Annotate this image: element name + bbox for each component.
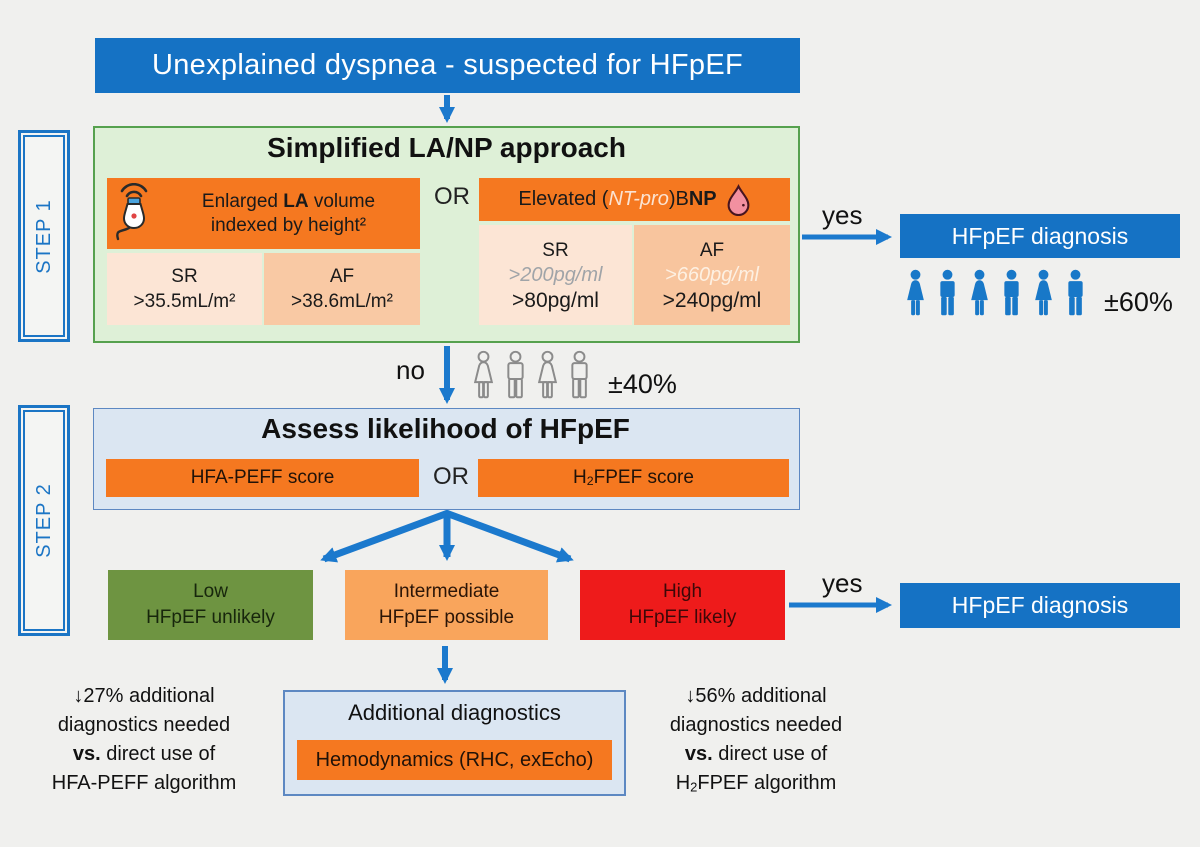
hemodynamics-box: Hemodynamics (RHC, exEcho) — [297, 740, 612, 780]
np-af-ntprobnp-value: >660pg/ml — [665, 263, 759, 286]
additional-diagnostics-title: Additional diagnostics — [348, 700, 561, 725]
np-sr-ntprobnp-value: >200pg/ml — [508, 263, 603, 286]
np-af-bnp-value: >240pg/ml — [662, 288, 762, 312]
la-sr-cell: SR >35.5mL/m² — [107, 253, 262, 325]
h2fpef-score-text: H2FPEF score — [573, 467, 694, 489]
person-male-icon — [571, 350, 588, 399]
la-af-value: >38.6mL/m² — [291, 291, 393, 312]
step1-title: Simplified LA/NP approach — [267, 132, 626, 163]
step1-yes-label: yes — [822, 200, 863, 230]
footnote-left-line1: ↓27% additional — [73, 685, 215, 707]
footnote-left-line4: HFA-PEFF algorithm — [51, 772, 237, 794]
people-icons-yes — [902, 268, 1089, 318]
blood-drop-icon — [727, 183, 750, 216]
step1-label: STEP 1 — [32, 198, 55, 274]
la-volume-box: Enlarged LA volume indexed by height² — [107, 178, 420, 249]
la-heading-bold: LA — [283, 190, 309, 212]
np-box: Elevated (NT-pro)BNP — [479, 178, 790, 221]
np-af-cell: AF >660pg/ml >240pg/ml — [634, 225, 790, 325]
outcome-high-line1: High — [662, 581, 703, 602]
step1-label-box: STEP 1 — [18, 130, 70, 342]
footnote-right-line2: diagnostics needed — [669, 714, 843, 736]
footnote-left-line3: vs. direct use of — [72, 743, 216, 765]
footnote-right: ↓56% additional diagnostics needed vs. d… — [640, 682, 872, 801]
step2-title: Assess likelihood of HFpEF — [261, 413, 630, 444]
footnote-right-line4: H2FPEF algorithm — [675, 772, 837, 795]
hfpef-diagnosis-box-bottom: HFpEF diagnosis — [900, 583, 1180, 628]
step2-or-label: OR — [433, 463, 469, 490]
hfpef-diagnosis-box-top: HFpEF diagnosis — [900, 214, 1180, 258]
remaining-people-row: ±40% — [470, 350, 677, 400]
people-icons-no — [470, 350, 593, 400]
diagnosed-people-row: ±60% — [902, 268, 1173, 318]
header-banner: Unexplained dyspnea - suspected for HFpE… — [95, 38, 800, 93]
step1-panel: Simplified LA/NP approach Enlarged LA vo… — [93, 126, 800, 343]
np-sr-cell: SR >200pg/ml >80pg/ml — [479, 225, 632, 325]
outcome-high-box: High HFpEF likely — [580, 570, 785, 640]
step1-or-label: OR — [434, 183, 470, 210]
additional-diagnostics-panel: Additional diagnostics Hemodynamics (RHC… — [283, 690, 626, 796]
arrow-to-high — [444, 509, 574, 563]
np-heading-bold: NP — [688, 188, 717, 210]
person-female-icon — [1035, 269, 1052, 316]
step2-panel: Assess likelihood of HFpEF HFA-PEFF scor… — [93, 408, 800, 510]
outcome-intermediate-box: Intermediate HFpEF possible — [345, 570, 548, 640]
outcome-intermediate-line2: HFpEF possible — [378, 607, 515, 628]
step2-yes-label: yes — [822, 568, 863, 598]
footnote-right-line1: ↓56% additional — [685, 685, 827, 707]
footnote-left-line2: diagnostics needed — [57, 714, 231, 736]
header-title: Unexplained dyspnea - suspected for HFpE… — [152, 49, 743, 81]
person-male-icon — [507, 350, 524, 399]
la-heading-pre: Enlarged — [201, 190, 284, 212]
np-sr-bnp-value: >80pg/ml — [512, 288, 599, 312]
ultrasound-probe-icon — [116, 182, 148, 240]
np-heading: Elevated (NT-pro)BNP — [518, 188, 716, 211]
step2-label-box: STEP 2 — [18, 405, 70, 636]
np-heading-pre: Elevated ( — [518, 188, 609, 210]
person-female-icon — [971, 269, 988, 316]
la-volume-text: Enlarged LA volume indexed by height² — [157, 190, 420, 238]
hfa-peff-score-box: HFA-PEFF score — [106, 459, 419, 497]
outcome-low-box: Low HFpEF unlikely — [108, 570, 313, 640]
np-heading-italic: NT-pro — [608, 188, 669, 210]
footnote-right-line3: vs. direct use of — [684, 743, 828, 765]
outcome-high-line2: HFpEF likely — [628, 607, 737, 628]
la-af-label: AF — [329, 266, 355, 287]
footnote-left: ↓27% additional diagnostics needed vs. d… — [28, 682, 260, 798]
la-sr-label: SR — [171, 266, 198, 287]
np-heading-mid: )B — [668, 188, 689, 210]
outcome-intermediate-line1: Intermediate — [393, 581, 500, 602]
person-female-icon — [907, 269, 924, 316]
la-sr-value: >35.5mL/m² — [133, 291, 236, 312]
outcome-low-line1: Low — [193, 581, 228, 602]
person-male-icon — [940, 269, 955, 316]
person-female-icon — [538, 350, 557, 399]
step1-no-label: no — [396, 355, 425, 385]
np-sr-label: SR — [542, 239, 569, 261]
la-heading-post: volume — [308, 190, 376, 212]
la-af-cell: AF >38.6mL/m² — [264, 253, 420, 325]
person-male-icon — [1068, 269, 1083, 316]
person-male-icon — [1004, 269, 1019, 316]
yes-percentage: ±60% — [1104, 287, 1173, 317]
np-af-label: AF — [699, 239, 725, 261]
arrow-to-low — [320, 509, 450, 563]
no-percentage: ±40% — [608, 369, 677, 399]
step2-label: STEP 2 — [32, 483, 55, 558]
h2fpef-score-box: H2FPEF score — [478, 459, 789, 497]
outcome-low-line2: HFpEF unlikely — [146, 607, 275, 628]
person-female-icon — [474, 350, 493, 399]
la-heading-line2: indexed by height² — [210, 214, 367, 236]
